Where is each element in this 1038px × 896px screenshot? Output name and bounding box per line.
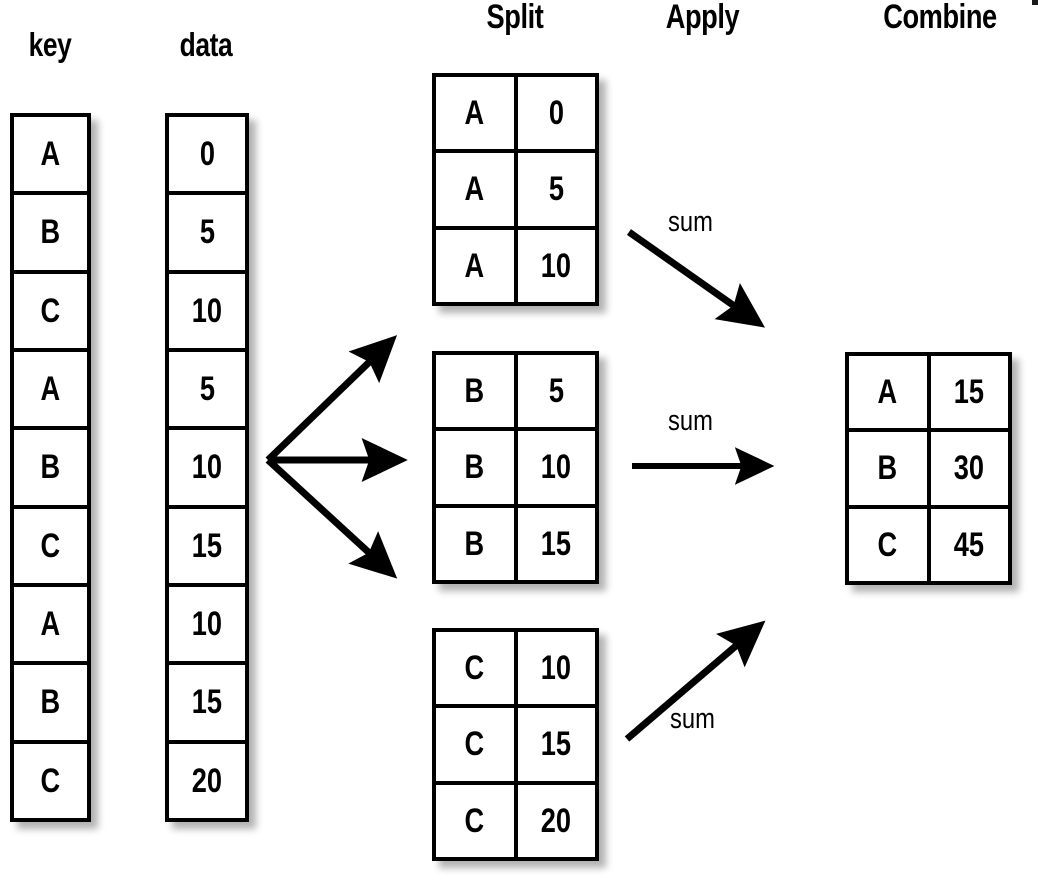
table-row: 20 — [169, 744, 245, 818]
table-row: 15 — [169, 665, 245, 744]
table-row: A 10 — [436, 229, 595, 302]
data-cell: 15 — [541, 725, 572, 764]
table-row: C — [14, 744, 87, 818]
apply-arrow-top — [626, 229, 766, 328]
key-cell: B — [436, 431, 518, 504]
data-cell: 15 — [954, 373, 985, 412]
key-cell: B — [849, 432, 931, 505]
key-cell: C — [436, 708, 518, 781]
data-cell: 20 — [191, 761, 223, 800]
key-cell: C — [849, 508, 931, 581]
table-row: C — [14, 509, 87, 587]
table-row: B — [14, 665, 87, 744]
data-cell: 15 — [541, 524, 572, 563]
key-cell: B — [40, 213, 61, 252]
key-cell: C — [40, 526, 61, 565]
key-cell: C — [436, 632, 518, 705]
key-cell: A — [436, 229, 518, 302]
data-cell: 15 — [191, 526, 223, 565]
table-row: A 0 — [436, 77, 595, 154]
table-row: A — [14, 117, 87, 196]
data-cell: 0 — [548, 94, 564, 133]
data-cell: 15 — [191, 683, 223, 722]
table-row: A — [14, 587, 87, 666]
data-cell: 10 — [191, 448, 223, 487]
key-cell: A — [40, 605, 61, 644]
key-cell: B — [436, 355, 518, 428]
data-cell: 20 — [541, 801, 572, 840]
data-cell: 5 — [199, 370, 215, 409]
table-row: A 15 — [849, 356, 1008, 433]
key-cell: B — [436, 507, 518, 580]
table-row: B 30 — [849, 432, 1008, 509]
data-cell: 10 — [191, 291, 223, 330]
data-cell: 10 — [191, 605, 223, 644]
split-table-b: B 5 B 10 B 15 — [432, 351, 599, 584]
table-row: B 10 — [436, 431, 595, 508]
data-cell: 30 — [954, 449, 985, 488]
split-arrow-down — [265, 457, 398, 579]
data-cell: 5 — [199, 213, 215, 252]
data-cell: 10 — [541, 649, 572, 688]
table-row: 10 — [169, 587, 245, 666]
table-row: A 5 — [436, 153, 595, 230]
key-cell: A — [436, 77, 518, 150]
data-column-table: 0 5 10 5 10 15 10 15 20 — [165, 113, 249, 822]
table-row: C 15 — [436, 708, 595, 785]
table-row: B 15 — [436, 507, 595, 580]
data-cell: 10 — [541, 448, 572, 487]
key-cell: C — [40, 761, 61, 800]
table-row: 10 — [169, 430, 245, 509]
apply-heading: Apply — [665, 0, 740, 36]
key-cell: C — [436, 784, 518, 857]
table-row: C 20 — [436, 784, 595, 857]
data-column-heading: data — [179, 26, 233, 63]
table-row: 5 — [169, 352, 245, 431]
table-row: B 5 — [436, 355, 595, 432]
table-row: 0 — [169, 117, 245, 196]
key-cell: A — [436, 153, 518, 226]
apply-label-top: sum — [668, 206, 713, 238]
table-row: B — [14, 195, 87, 274]
key-column-heading: key — [28, 26, 72, 63]
page-edge-mark — [1032, 0, 1038, 5]
apply-label-bottom: sum — [670, 703, 715, 735]
key-cell: B — [40, 683, 61, 722]
table-row: C 45 — [849, 508, 1008, 581]
combine-heading: Combine — [883, 0, 997, 36]
key-cell: A — [40, 135, 61, 174]
combine-table: A 15 B 30 C 45 — [845, 352, 1012, 585]
data-cell: 5 — [548, 372, 564, 411]
table-row: C 10 — [436, 632, 595, 709]
table-row: B — [14, 430, 87, 509]
data-cell: 45 — [954, 525, 985, 564]
table-row: A — [14, 352, 87, 431]
split-table-c: C 10 C 15 C 20 — [432, 628, 599, 861]
key-column-table: A B C A B C A B C — [10, 113, 91, 822]
split-arrow-up — [265, 335, 398, 463]
key-cell: A — [40, 370, 61, 409]
data-cell: 0 — [199, 135, 215, 174]
split-heading: Split — [486, 0, 544, 36]
table-row: 10 — [169, 274, 245, 352]
apply-label-middle: sum — [668, 405, 713, 437]
table-row: 15 — [169, 509, 245, 587]
data-cell: 5 — [548, 170, 564, 209]
split-table-a: A 0 A 5 A 10 — [432, 73, 599, 306]
key-cell: C — [40, 291, 61, 330]
key-cell: B — [40, 448, 61, 487]
table-row: C — [14, 274, 87, 352]
key-cell: A — [849, 356, 931, 429]
table-row: 5 — [169, 195, 245, 274]
data-cell: 10 — [541, 246, 572, 285]
